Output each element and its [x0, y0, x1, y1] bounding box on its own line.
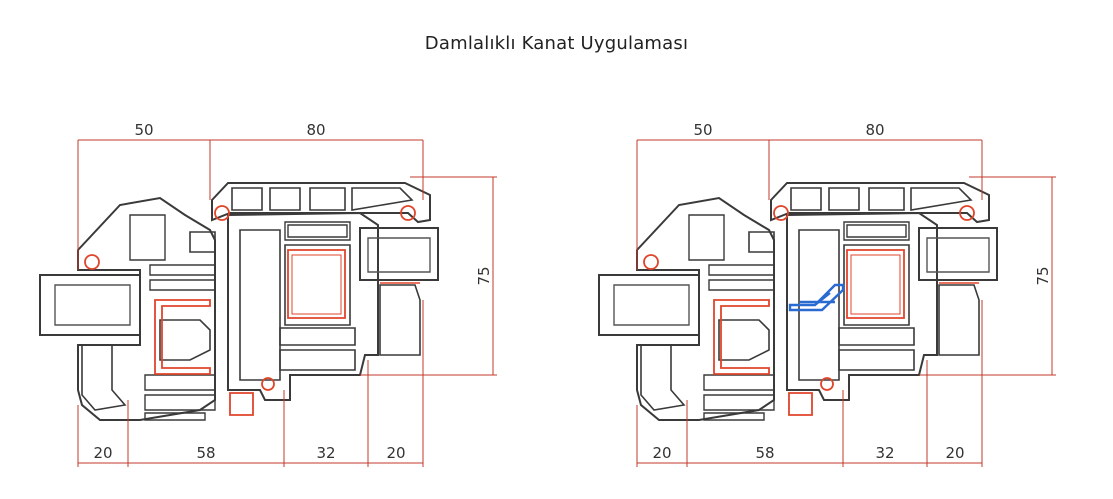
side-dim-label: 75: [1034, 266, 1052, 285]
window-section-right: [598, 182, 998, 421]
top-dim-label: 80: [306, 121, 325, 139]
window-section-left: [39, 182, 439, 421]
bottom-dim-label: 32: [316, 444, 335, 462]
bottom-dim-label: 58: [755, 444, 774, 462]
bottom-dim-label: 20: [386, 444, 405, 462]
drip-cap: [788, 283, 845, 312]
top-dim-label: 80: [865, 121, 884, 139]
bottom-dim-label: 20: [652, 444, 671, 462]
section-drawing-right: 50 80 75 20 58 32 20: [598, 121, 1056, 467]
bottom-dim-label: 58: [196, 444, 215, 462]
side-dim-label: 75: [475, 266, 493, 285]
diagram-title: Damlalıklı Kanat Uygulaması: [424, 33, 689, 54]
bottom-dim-label: 20: [945, 444, 964, 462]
top-dim-label: 50: [693, 121, 712, 139]
section-drawing-left: 50 80 75 20 58 32 20: [39, 121, 497, 467]
top-dim-label: 50: [134, 121, 153, 139]
bottom-dim-label: 32: [875, 444, 894, 462]
bottom-dim-label: 20: [93, 444, 112, 462]
